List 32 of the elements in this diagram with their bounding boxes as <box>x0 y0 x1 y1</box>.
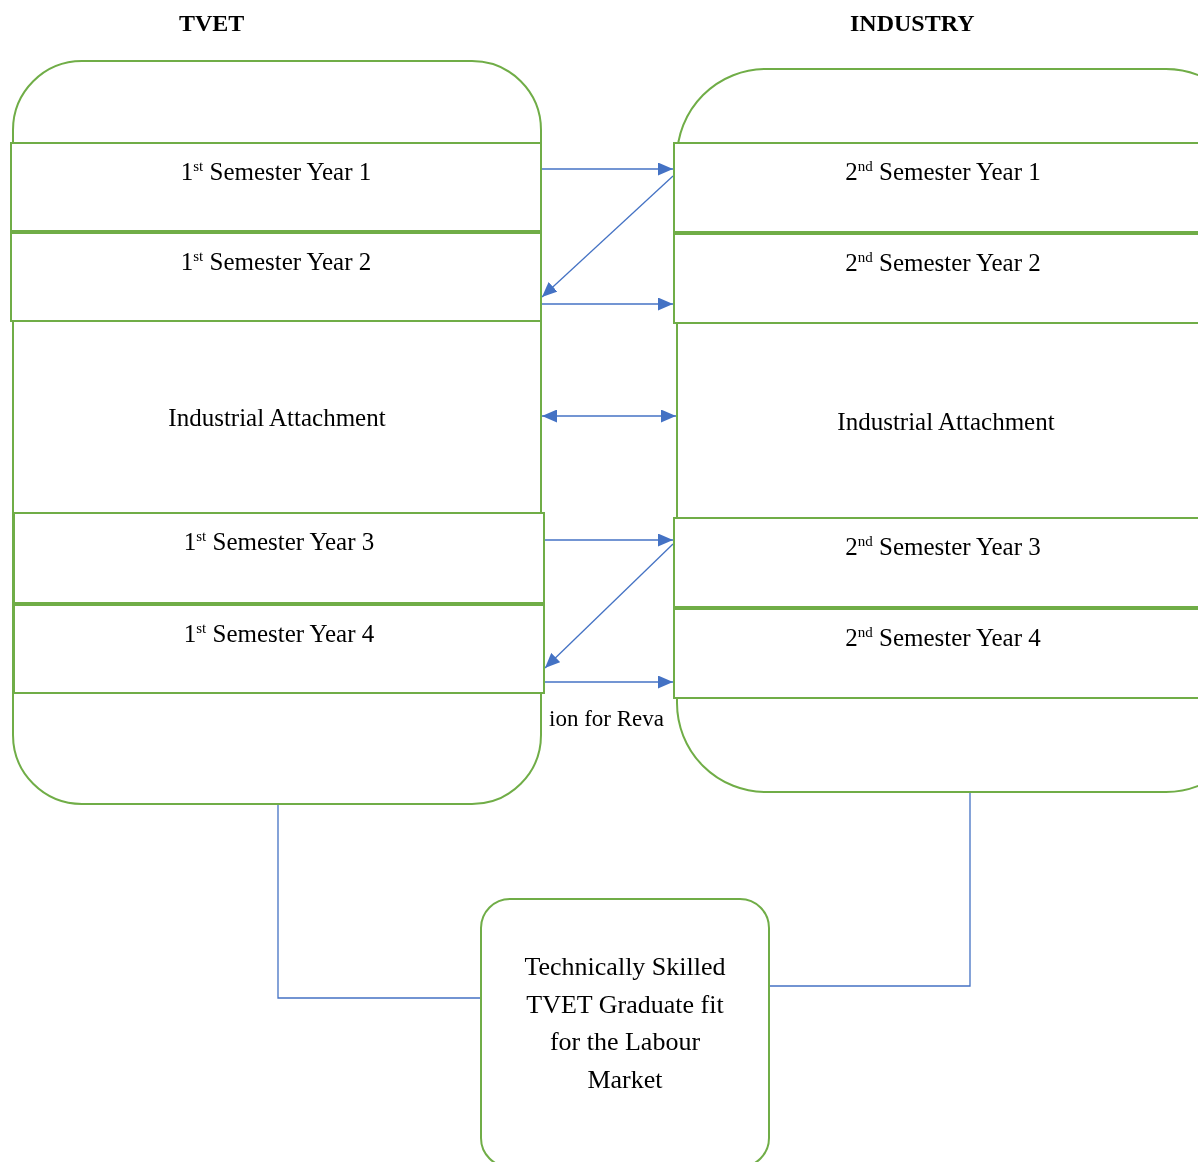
node-label: 1$^{st}$ Semester Year 3 <box>183 528 375 556</box>
column-heading: INDUSTRY <box>850 10 975 37</box>
semester-band <box>13 604 545 694</box>
arrow <box>544 533 674 547</box>
arrow <box>541 409 677 423</box>
semester-band <box>673 142 1198 233</box>
connector-line <box>277 804 481 999</box>
note-text: ion for Reva <box>549 706 664 732</box>
outcome-box <box>480 898 770 1162</box>
connector-line <box>769 792 971 987</box>
semester-band <box>673 608 1198 699</box>
arrow <box>541 175 674 298</box>
arrow <box>541 297 674 311</box>
node-label: 1$^{st}$ Semester Year 1 <box>180 158 372 186</box>
semester-band <box>673 517 1198 608</box>
node-label: 2$^{nd}$ Semester Year 1 <box>845 158 1041 186</box>
node-label: 2$^{nd}$ Semester Year 4 <box>845 624 1041 652</box>
node-label: 2$^{nd}$ Semester Year 3 <box>845 533 1041 561</box>
semester-band <box>673 233 1198 324</box>
semester-band <box>10 142 542 232</box>
semester-band <box>10 232 542 322</box>
arrow <box>544 543 674 669</box>
node-label: 2$^{nd}$ Semester Year 2 <box>845 249 1041 277</box>
node-label: Technically Skilled TVET Graduate fit for the Labour Market <box>524 952 726 1095</box>
node-label: 1$^{st}$ Semester Year 4 <box>183 620 375 648</box>
arrow <box>544 675 674 689</box>
node-label: 1$^{st}$ Semester Year 2 <box>180 248 372 276</box>
node-label: Industrial Attachment <box>168 404 386 432</box>
node-label: Industrial Attachment <box>837 407 1055 436</box>
column-heading: TVET <box>179 10 245 37</box>
semester-band <box>13 512 545 604</box>
arrow <box>541 162 674 176</box>
